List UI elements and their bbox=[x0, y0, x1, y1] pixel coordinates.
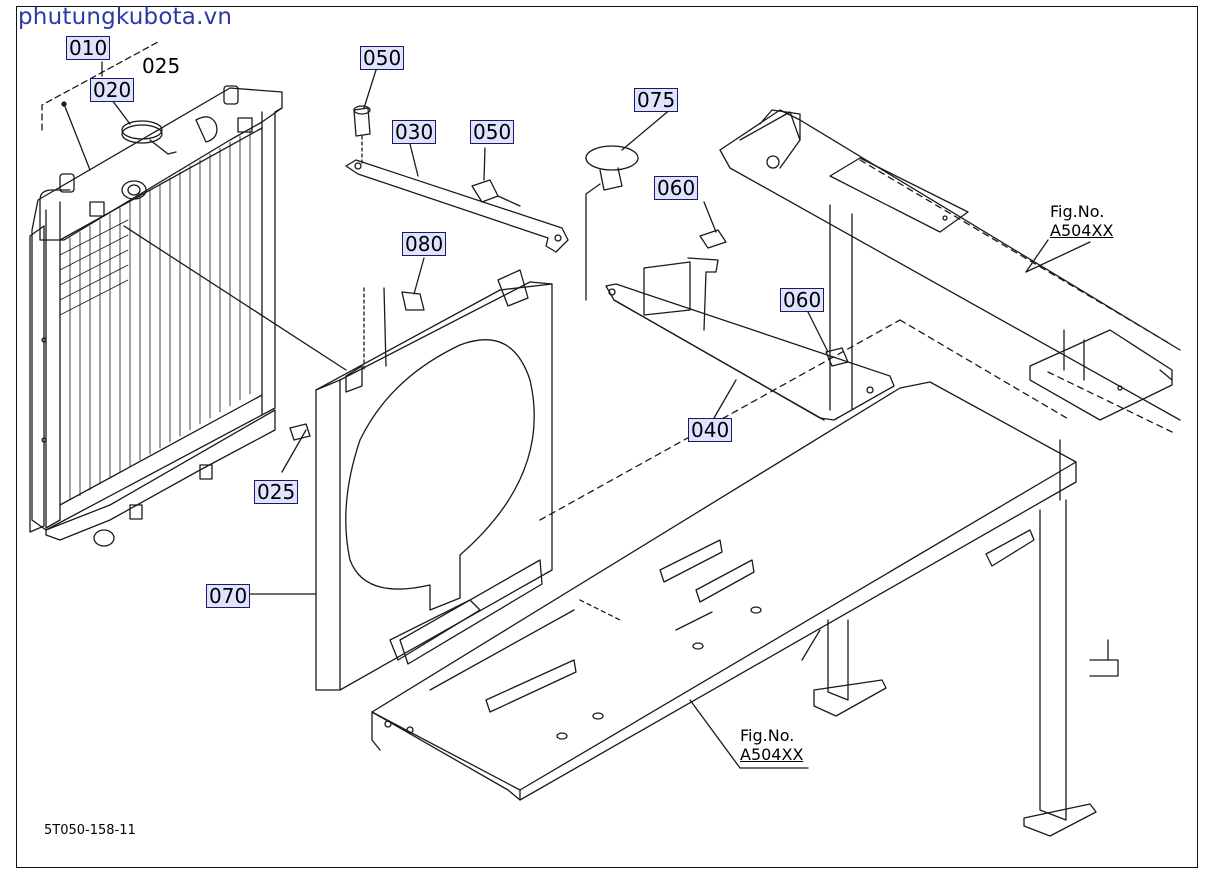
callout-080[interactable]: 080 bbox=[402, 232, 447, 256]
fig-ref-upper-code: A504XX bbox=[1050, 221, 1114, 240]
callout-060-b[interactable]: 060 bbox=[780, 288, 825, 312]
main-frame bbox=[720, 110, 1180, 676]
fig-ref-lower[interactable]: Fig.No. A504XX bbox=[740, 726, 803, 764]
fig-ref-lower-label: Fig.No. bbox=[740, 726, 795, 745]
fan-shroud-070 bbox=[316, 270, 552, 690]
drawing-frame bbox=[16, 6, 1198, 868]
fig-ref-upper[interactable]: Fig.No. A504XX bbox=[1050, 202, 1113, 240]
radiator-cap-020 bbox=[122, 121, 176, 154]
callout-050-a[interactable]: 050 bbox=[360, 46, 405, 70]
bracket-040 bbox=[606, 258, 894, 420]
callout-075[interactable]: 075 bbox=[634, 88, 679, 112]
callout-020[interactable]: 020 bbox=[90, 78, 135, 102]
callout-070[interactable]: 070 bbox=[206, 584, 251, 608]
drawing-code: 5T050-158-11 bbox=[44, 823, 136, 838]
label-025-top: 025 bbox=[142, 54, 181, 78]
callout-050-b[interactable]: 050 bbox=[470, 120, 515, 144]
drain-plug-025 bbox=[282, 424, 310, 472]
fig-ref-lower-code: A504XX bbox=[740, 745, 804, 764]
callout-060-a[interactable]: 060 bbox=[654, 176, 699, 200]
fig-ref-upper-label: Fig.No. bbox=[1050, 202, 1105, 221]
callout-025[interactable]: 025 bbox=[254, 480, 299, 504]
stay-030 bbox=[346, 160, 568, 252]
callout-040[interactable]: 040 bbox=[688, 418, 733, 442]
clamp-075 bbox=[586, 108, 672, 300]
frame-base bbox=[372, 382, 1096, 836]
callout-030[interactable]: 030 bbox=[392, 120, 437, 144]
callout-010[interactable]: 010 bbox=[66, 36, 111, 60]
watermark-text: phutungkubota.vn bbox=[18, 4, 233, 30]
radiator-010 bbox=[30, 86, 282, 546]
